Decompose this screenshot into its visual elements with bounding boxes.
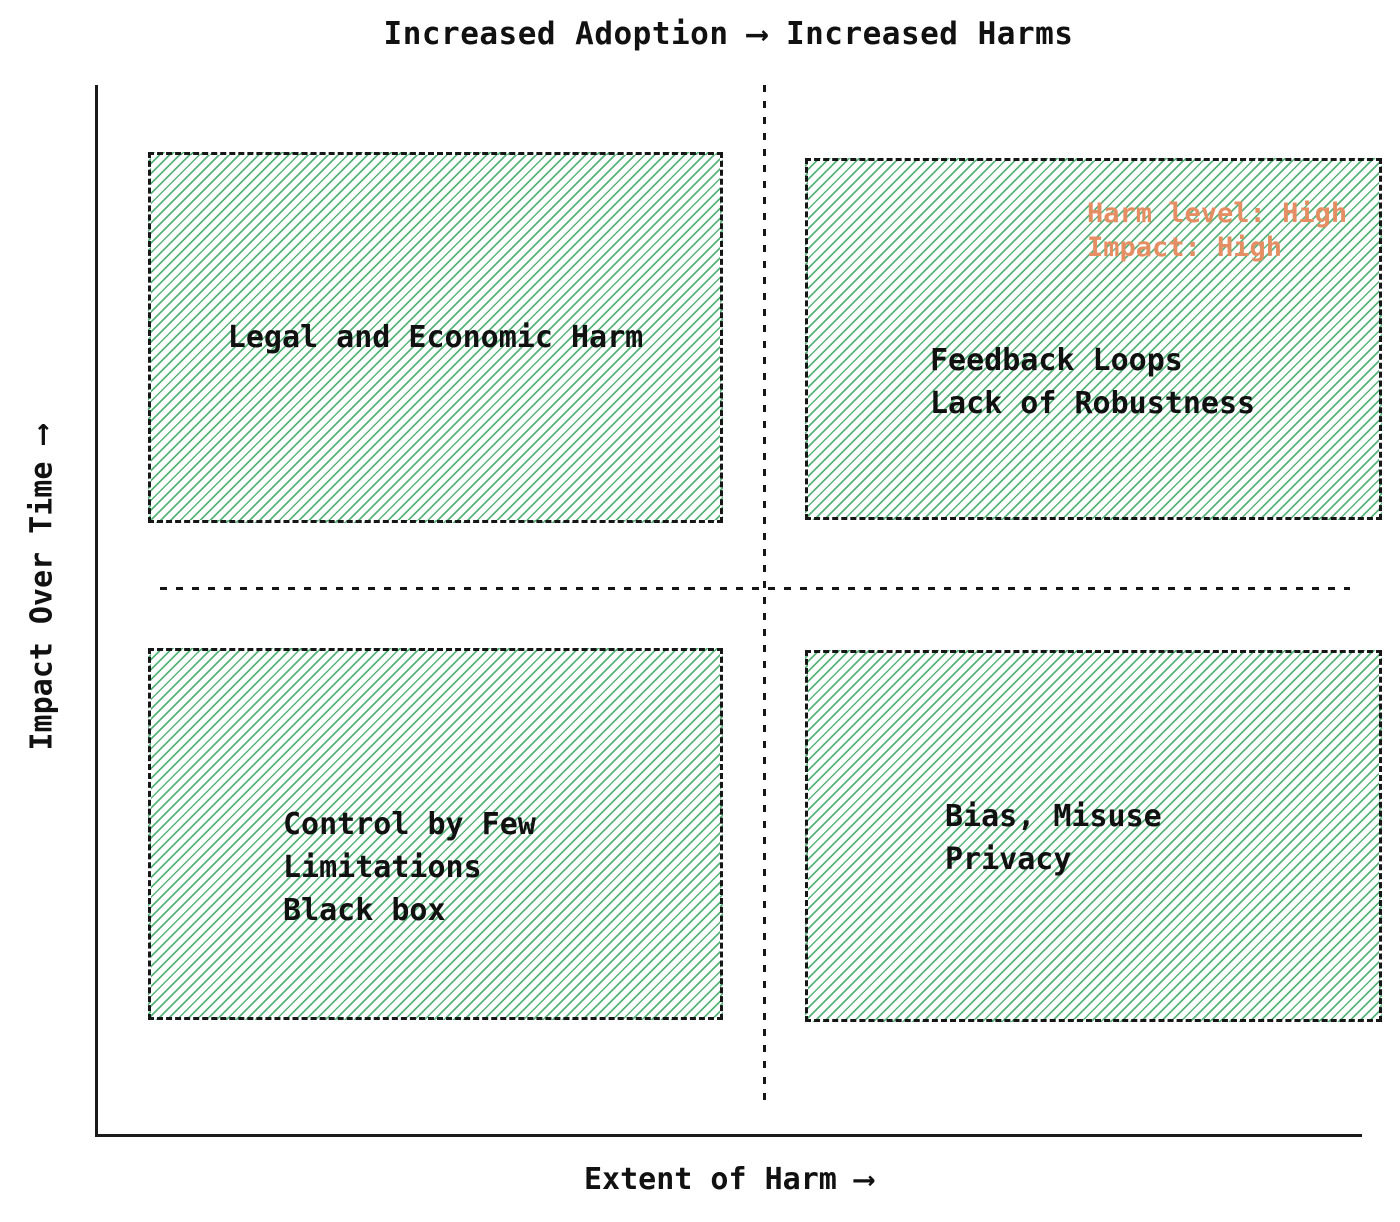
quadrant-label-line: Bias, Misuse xyxy=(945,799,1162,834)
quadrant-bottom-left: Control by Few Limitations Black box xyxy=(148,648,723,1020)
quadrant-label-line: Privacy xyxy=(945,842,1072,877)
quadrant-label-line: Black box xyxy=(283,893,446,928)
vertical-dotted-divider xyxy=(763,85,766,1105)
quadrant-label-line: Control by Few xyxy=(283,807,536,842)
x-axis-line xyxy=(95,1134,1362,1137)
diagram-title: Increased Adoption ⟶ Increased Harms xyxy=(383,16,1074,52)
annotation-line: Impact: High xyxy=(1087,232,1283,263)
quadrant-top-left-label: Legal and Economic Harm xyxy=(151,155,720,520)
x-axis-label: Extent of Harm ⟶ xyxy=(584,1162,873,1197)
quadrant-label-line: Lack of Robustness xyxy=(930,386,1256,421)
quadrant-label-line: Limitations xyxy=(283,850,482,885)
quadrant-bottom-right: Bias, Misuse Privacy xyxy=(805,650,1382,1022)
y-axis-label: Impact Over Time ⟶ xyxy=(24,425,60,751)
annotation-line: Harm level: High xyxy=(1087,198,1348,229)
quadrant-bottom-left-label: Control by Few Limitations Black box xyxy=(283,803,536,932)
quadrant-bottom-right-label: Bias, Misuse Privacy xyxy=(945,795,1162,881)
quadrant-top-left: Legal and Economic Harm xyxy=(148,152,723,523)
y-axis-line xyxy=(95,85,98,1137)
harm-level-annotation: Harm level: High Impact: High xyxy=(1087,197,1347,265)
quadrant-top-right-label: Feedback Loops Lack of Robustness xyxy=(930,339,1255,425)
horizontal-dotted-divider xyxy=(160,587,1350,590)
quadrant-top-right: Harm level: High Impact: High Feedback L… xyxy=(805,158,1382,520)
quadrant-label-line: Feedback Loops xyxy=(930,343,1183,378)
quadrant-label-line: Legal and Economic Harm xyxy=(227,320,644,355)
